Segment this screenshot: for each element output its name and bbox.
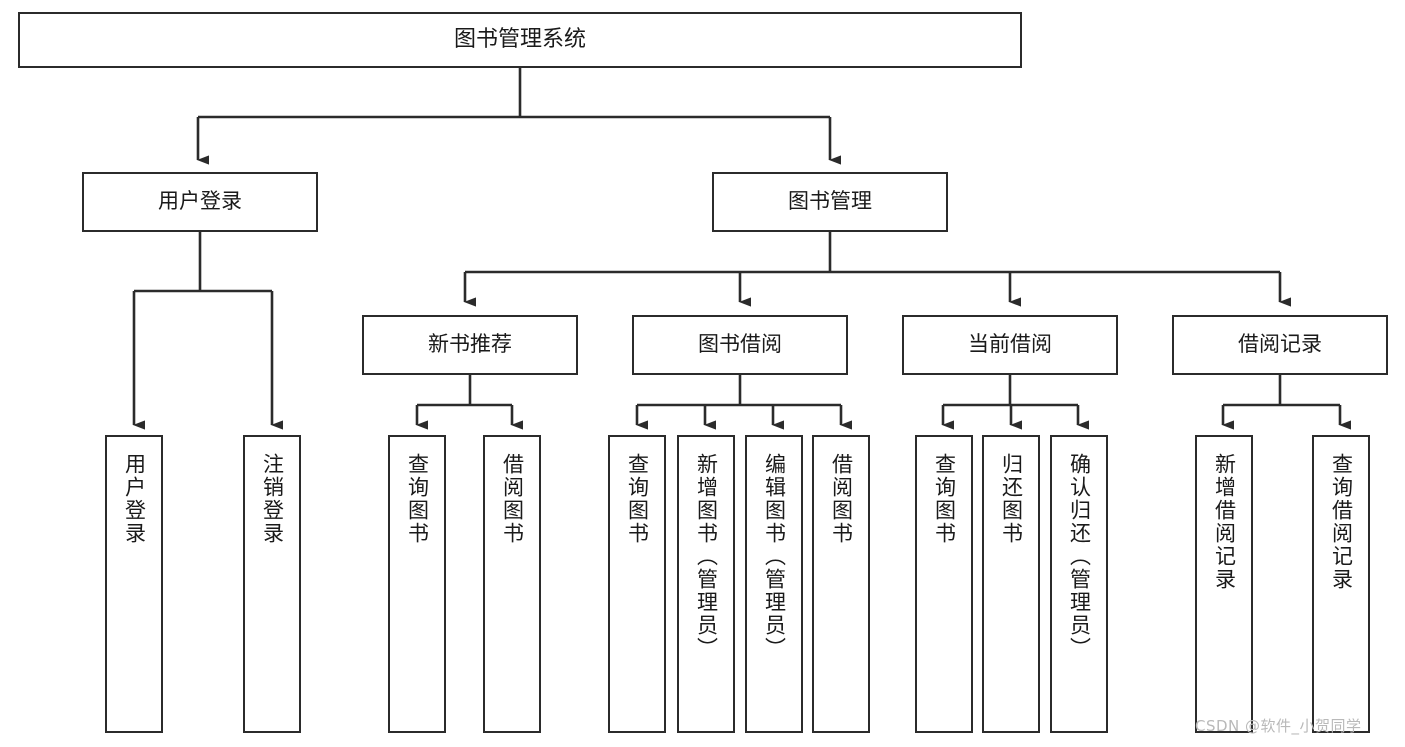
node-label: 注销登录 bbox=[260, 453, 285, 545]
node-label: 查询借阅记录 bbox=[1329, 453, 1354, 591]
leaf-user-login[interactable]: 用户登录 bbox=[105, 435, 163, 733]
node-label: 图书管理系统 bbox=[453, 26, 586, 52]
node-label: 图书借阅 bbox=[698, 332, 782, 357]
node-root-system[interactable]: 图书管理系统 bbox=[18, 12, 1022, 68]
node-label: 新书推荐 bbox=[428, 332, 512, 357]
node-label: 新增图书（管理员） bbox=[694, 453, 719, 660]
csdn-watermark: CSDN @软件_小贺同学 bbox=[1195, 717, 1362, 735]
node-label: 查询图书 bbox=[932, 453, 957, 545]
node-label: 借阅图书 bbox=[829, 453, 854, 545]
leaf-query-book-2[interactable]: 查询图书 bbox=[608, 435, 666, 733]
leaf-logout-login[interactable]: 注销登录 bbox=[243, 435, 301, 733]
node-label: 借阅图书 bbox=[500, 453, 525, 545]
node-label: 查询图书 bbox=[625, 453, 650, 545]
node-label: 用户登录 bbox=[158, 189, 242, 214]
leaf-confirm-return[interactable]: 确认归还（管理员） bbox=[1050, 435, 1108, 733]
leaf-add-record[interactable]: 新增借阅记录 bbox=[1195, 435, 1253, 733]
leaf-borrow-book-1[interactable]: 借阅图书 bbox=[483, 435, 541, 733]
node-label: 查询图书 bbox=[405, 453, 430, 545]
leaf-query-record[interactable]: 查询借阅记录 bbox=[1312, 435, 1370, 733]
leaf-query-book-3[interactable]: 查询图书 bbox=[915, 435, 973, 733]
node-label: 编辑图书（管理员） bbox=[762, 453, 787, 660]
leaf-query-book-1[interactable]: 查询图书 bbox=[388, 435, 446, 733]
node-new-book-recommend[interactable]: 新书推荐 bbox=[362, 315, 578, 375]
node-label: 用户登录 bbox=[122, 453, 147, 545]
leaf-add-book[interactable]: 新增图书（管理员） bbox=[677, 435, 735, 733]
node-label: 借阅记录 bbox=[1238, 332, 1322, 357]
node-book-borrow[interactable]: 图书借阅 bbox=[632, 315, 848, 375]
node-label: 图书管理 bbox=[788, 189, 872, 214]
leaf-borrow-book-2[interactable]: 借阅图书 bbox=[812, 435, 870, 733]
leaf-edit-book[interactable]: 编辑图书（管理员） bbox=[745, 435, 803, 733]
node-label: 确认归还（管理员） bbox=[1067, 453, 1092, 660]
node-book-manage[interactable]: 图书管理 bbox=[712, 172, 948, 232]
node-label: 归还图书 bbox=[999, 453, 1024, 545]
node-label: 当前借阅 bbox=[968, 332, 1052, 357]
node-label: 新增借阅记录 bbox=[1212, 453, 1237, 591]
node-user-login[interactable]: 用户登录 bbox=[82, 172, 318, 232]
node-current-borrow[interactable]: 当前借阅 bbox=[902, 315, 1118, 375]
leaf-return-book[interactable]: 归还图书 bbox=[982, 435, 1040, 733]
node-borrow-record[interactable]: 借阅记录 bbox=[1172, 315, 1388, 375]
